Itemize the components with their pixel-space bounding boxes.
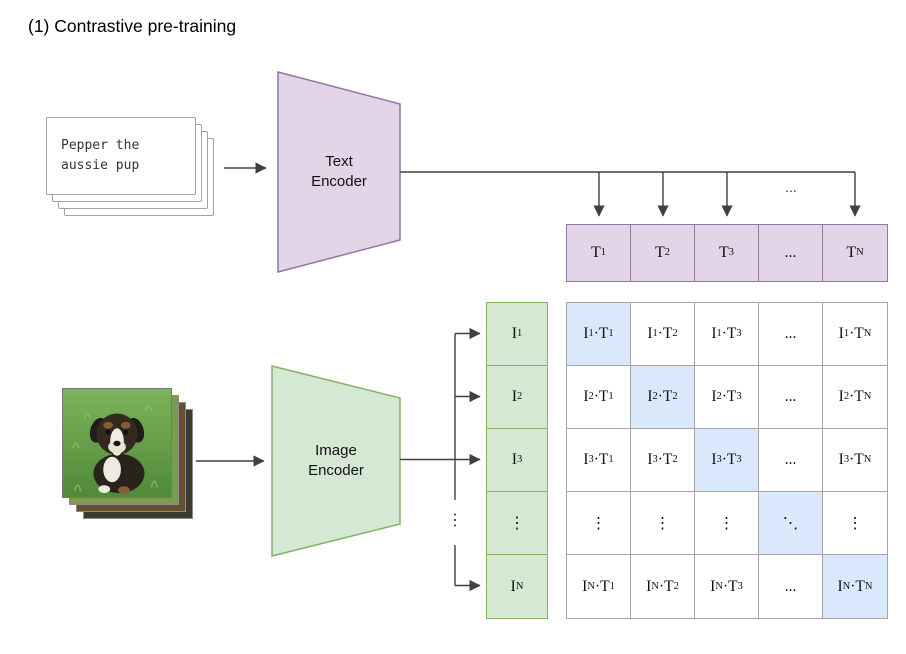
image-encoder-label: Image Encoder <box>272 441 400 481</box>
image-embedding-cell-ellipsis: ⋮ <box>487 492 547 555</box>
page-title: (1) Contrastive pre-training <box>28 16 237 36</box>
matrix-cell-3-3: ⋱ <box>759 492 823 555</box>
text-card-front: Pepper the aussie pup <box>46 117 196 195</box>
image-branch-ellipsis: ⋮ <box>447 512 463 529</box>
matrix-cell-2-3: ... <box>759 429 823 492</box>
text-card-line-1: Pepper the <box>61 138 140 153</box>
text-embedding-cell-ellipsis: ... <box>759 225 823 281</box>
text-encoder-label-line1: Text <box>325 153 353 170</box>
text-card-line-2: aussie pup <box>61 158 140 173</box>
matrix-cell-3-2: ⋮ <box>695 492 759 555</box>
text-input-stack: Pepper the aussie pup <box>46 117 218 219</box>
text-output-ellipsis: ... <box>785 179 797 195</box>
text-encoder-label: Text Encoder <box>278 152 400 192</box>
image-input-stack <box>62 388 194 520</box>
matrix-cell-1-3: ... <box>759 366 823 429</box>
dog-illustration <box>89 413 145 495</box>
matrix-cell-0-3: ... <box>759 303 823 366</box>
image-encoder-label-line1: Image <box>315 442 357 459</box>
image-encoder-label-line2: Encoder <box>308 462 364 479</box>
matrix-cell-3-0: ⋮ <box>567 492 631 555</box>
text-encoder-label-line2: Encoder <box>311 173 367 190</box>
matrix-cell-4-3: ... <box>759 555 823 618</box>
grass-blades <box>72 404 158 492</box>
matrix-cell-3-4: ⋮ <box>823 492 887 555</box>
matrix-cell-3-1: ⋮ <box>631 492 695 555</box>
dog-image <box>62 388 172 498</box>
